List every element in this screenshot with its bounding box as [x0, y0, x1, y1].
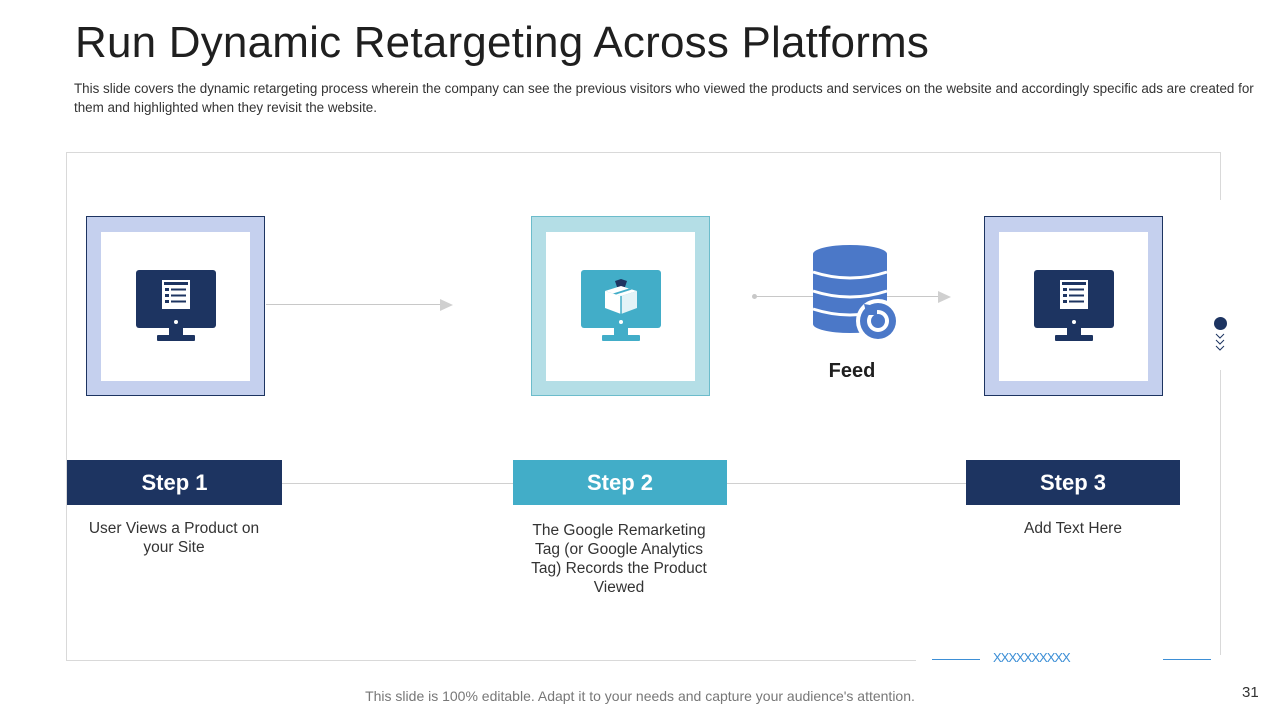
slide-subtitle: This slide covers the dynamic retargetin… — [74, 81, 1254, 115]
step-1-description: User Views a Product on your Site — [88, 520, 260, 556]
step-3-card — [984, 216, 1163, 396]
arrow-head-icon — [440, 299, 453, 311]
feed-label: Feed — [828, 360, 876, 382]
chevron-down-icon — [1215, 333, 1225, 339]
decorative-pattern: XXXXXXXXXX — [993, 650, 1071, 665]
chevron-down-icon — [1215, 345, 1225, 351]
database-refresh-icon — [812, 245, 900, 343]
step-2-description: The Google Remarketing Tag (or Google An… — [531, 522, 707, 596]
monitor-webpage-icon — [135, 269, 216, 341]
scroll-indicator-dot — [1214, 317, 1227, 330]
step-2-card — [531, 216, 710, 396]
step-2-label: Step 2 — [513, 460, 727, 505]
flow-start-dot — [752, 294, 757, 299]
slide-title: Run Dynamic Retargeting Across Platforms — [75, 18, 930, 67]
step-1-card — [86, 216, 265, 396]
flow-arrow-line — [266, 304, 442, 305]
monitor-product-box-icon — [580, 269, 661, 341]
arrow-head-icon — [938, 291, 951, 303]
chevron-down-icon — [1215, 339, 1225, 345]
content-frame — [66, 152, 1221, 661]
slide-footer: This slide is 100% editable. Adapt it to… — [365, 688, 915, 704]
monitor-webpage-icon — [1033, 269, 1114, 341]
step-3-label: Step 3 — [966, 460, 1180, 505]
step-1-label: Step 1 — [67, 460, 282, 505]
decorative-line — [1163, 659, 1211, 660]
decorative-line — [932, 659, 980, 660]
step-3-description: Add Text Here — [1024, 520, 1122, 537]
page-number: 31 — [1242, 684, 1259, 701]
